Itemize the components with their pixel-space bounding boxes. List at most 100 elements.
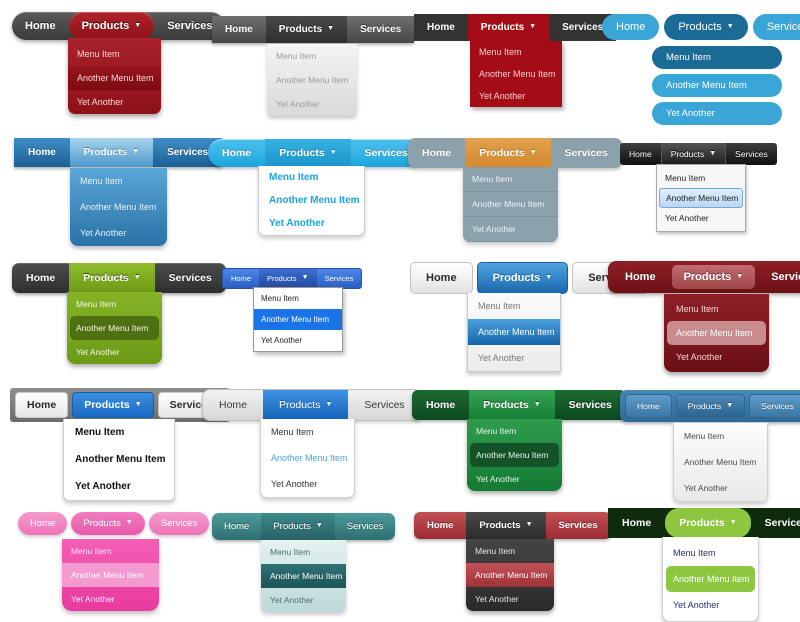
nav-item-products[interactable]: Products▼	[261, 513, 335, 540]
menu-item[interactable]: Menu Item	[652, 46, 782, 69]
menu-item[interactable]: Another Menu Item	[652, 74, 782, 97]
menu-item[interactable]: Yet Another	[476, 474, 520, 484]
nav-item-home[interactable]: Home	[422, 147, 452, 159]
menu-item[interactable]: Another Menu Item	[684, 457, 757, 467]
nav-item-home[interactable]: Home	[602, 14, 660, 40]
menu-item[interactable]: Menu Item	[475, 546, 516, 556]
nav-item-home[interactable]: Home	[18, 512, 68, 535]
menu-item[interactable]: Another Menu Item	[470, 443, 559, 467]
nav-item-home[interactable]: Home	[629, 149, 652, 159]
nav-item-products[interactable]: Products▼	[263, 390, 349, 420]
nav-item-products[interactable]: Products▼	[265, 139, 351, 167]
menu-item[interactable]: Yet Another	[75, 481, 131, 492]
menu-item[interactable]: Yet Another	[676, 352, 723, 362]
menu-item[interactable]: Yet Another	[269, 218, 325, 229]
menu-item[interactable]: Another Menu Item	[269, 195, 360, 206]
menu-item[interactable]: Another Menu Item	[80, 202, 157, 212]
nav-item-home[interactable]: Home	[426, 399, 456, 411]
menu-item[interactable]: Yet Another	[673, 600, 720, 610]
nav-item-home[interactable]: Home	[427, 520, 454, 531]
nav-item-home[interactable]: Home	[622, 517, 652, 529]
nav-item-products[interactable]: Products▼	[69, 138, 154, 167]
menu-item[interactable]: Another Menu Item	[463, 192, 558, 217]
nav-item-home[interactable]: Home	[219, 399, 248, 411]
nav-item-services[interactable]: Services	[749, 394, 800, 418]
nav-item-services[interactable]: Services	[558, 520, 598, 531]
menu-item[interactable]: Menu Item	[673, 548, 716, 558]
menu-item[interactable]: Another Menu Item	[62, 563, 159, 587]
menu-item[interactable]: Yet Another	[276, 99, 320, 109]
menu-item[interactable]: Menu Item	[270, 547, 311, 557]
menu-item[interactable]: Another Menu Item	[659, 188, 743, 208]
nav-item-services[interactable]: Services	[771, 271, 800, 283]
menu-item[interactable]: Another Menu Item	[68, 66, 161, 90]
nav-item-home[interactable]: Home	[625, 271, 656, 283]
nav-item-products[interactable]: Products▼	[664, 14, 748, 40]
menu-item[interactable]: Menu Item	[479, 47, 522, 57]
menu-item[interactable]: Yet Another	[261, 336, 303, 345]
nav-item-services[interactable]: Services	[735, 149, 768, 159]
menu-item[interactable]: Another Menu Item	[75, 454, 166, 465]
menu-item[interactable]: Menu Item	[478, 301, 521, 311]
nav-item-services[interactable]: Services	[360, 24, 402, 35]
menu-item[interactable]: Yet Another	[270, 595, 314, 605]
menu-item[interactable]: Yet Another	[271, 479, 318, 489]
nav-item-home[interactable]: Home	[231, 274, 252, 283]
nav-item-products[interactable]: Products▼	[671, 265, 756, 289]
menu-item[interactable]: Another Menu Item	[479, 69, 556, 79]
menu-item[interactable]: Menu Item	[269, 172, 319, 183]
nav-item-services[interactable]: Services	[364, 399, 405, 411]
menu-item[interactable]: Yet Another	[478, 353, 525, 363]
menu-item[interactable]: Menu Item	[665, 173, 706, 183]
nav-item-services[interactable]: Services	[168, 272, 212, 284]
menu-item[interactable]: Another Menu Item	[254, 309, 342, 330]
nav-item-products[interactable]: Products▼	[660, 143, 727, 165]
nav-item-services[interactable]: Services	[324, 274, 354, 283]
nav-item-home[interactable]: Home	[25, 20, 56, 32]
nav-item-home[interactable]: Home	[410, 262, 473, 294]
nav-item-services[interactable]: Services	[167, 147, 209, 158]
menu-item[interactable]: Menu Item	[261, 294, 299, 303]
nav-item-services[interactable]: Services	[752, 14, 800, 40]
menu-item[interactable]: Menu Item	[476, 426, 517, 436]
menu-item[interactable]: Menu Item	[75, 427, 125, 438]
nav-item-products[interactable]: Products▼	[72, 392, 154, 418]
nav-item-home[interactable]: Home	[15, 392, 69, 418]
menu-item[interactable]: Yet Another	[76, 347, 120, 357]
nav-item-services[interactable]: Services	[562, 22, 604, 33]
nav-item-products[interactable]: Products▼	[69, 263, 155, 293]
menu-item[interactable]: Yet Another	[652, 102, 782, 125]
menu-item[interactable]: Menu Item	[676, 304, 719, 314]
nav-item-products[interactable]: Products▼	[71, 512, 145, 535]
menu-item[interactable]: Yet Another	[475, 594, 519, 604]
menu-item[interactable]: Menu Item	[77, 49, 120, 59]
menu-item[interactable]: Another Menu Item	[666, 566, 755, 592]
menu-item[interactable]: Menu Item	[684, 431, 725, 441]
nav-item-products[interactable]: Products▼	[466, 512, 546, 539]
nav-item-home[interactable]: Home	[222, 147, 252, 159]
nav-item-home[interactable]: Home	[225, 24, 253, 35]
menu-item[interactable]: Yet Another	[77, 97, 124, 107]
menu-item[interactable]: Menu Item	[276, 51, 317, 61]
menu-item[interactable]: Another Menu Item	[468, 319, 560, 345]
nav-item-home[interactable]: Home	[625, 394, 672, 418]
menu-item[interactable]: Menu Item	[76, 299, 117, 309]
nav-item-services[interactable]: Services	[568, 399, 612, 411]
nav-item-products[interactable]: Products▼	[469, 390, 555, 420]
menu-item[interactable]: Menu Item	[71, 546, 112, 556]
menu-item[interactable]: Another Menu Item	[70, 316, 159, 340]
menu-item[interactable]: Yet Another	[684, 483, 728, 493]
menu-item[interactable]: Yet Another	[665, 213, 709, 223]
menu-item[interactable]: Yet Another	[71, 594, 115, 604]
nav-item-services[interactable]: Services	[564, 147, 608, 159]
nav-item-home[interactable]: Home	[28, 147, 56, 158]
nav-item-services[interactable]: Services	[346, 521, 384, 532]
menu-item[interactable]: Another Menu Item	[261, 564, 346, 588]
menu-item[interactable]: Another Menu Item	[466, 563, 554, 587]
nav-item-services[interactable]: Services	[167, 20, 213, 32]
menu-item[interactable]: Menu Item	[271, 427, 314, 437]
nav-item-products[interactable]: Products▼	[467, 14, 550, 41]
menu-item[interactable]: Menu Item	[463, 167, 558, 192]
menu-item[interactable]: Yet Another	[80, 228, 127, 238]
menu-item[interactable]: Yet Another	[463, 217, 558, 242]
